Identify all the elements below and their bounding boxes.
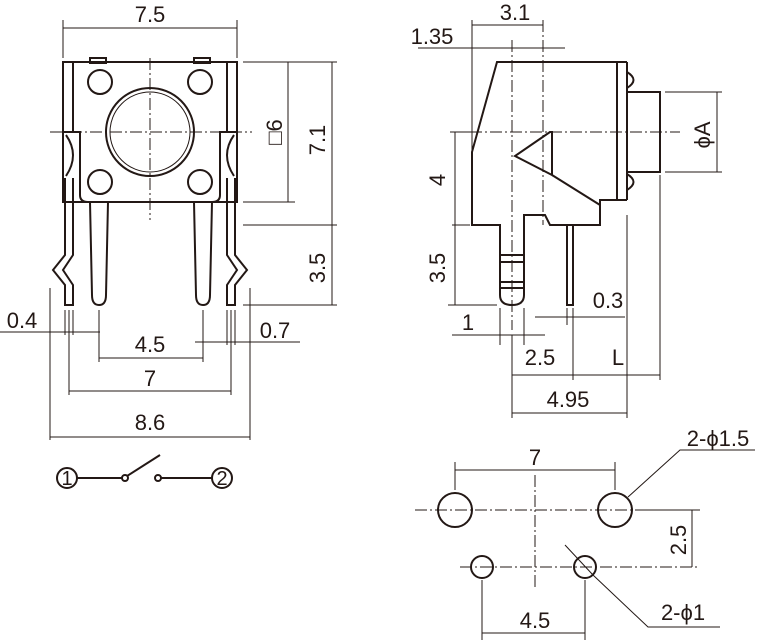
lead	[51, 178, 74, 306]
terminal-1-label: 1	[61, 468, 72, 490]
dim-actuator-diameter: ϕA	[690, 121, 715, 148]
dim-lead-offset: 0.7	[260, 318, 291, 343]
large-hole-leader	[627, 449, 755, 498]
terminal-2-label: 2	[216, 468, 227, 490]
side-pin	[566, 224, 574, 306]
pcb-footprint: 7 2.5 4.5 2-ϕ1.5 2-ϕ1	[415, 426, 755, 640]
small-hole-label: 2-ϕ1	[661, 600, 705, 625]
pin	[89, 201, 109, 307]
dim-pin-spacing-inner: 4.5	[135, 332, 166, 357]
dim-pin-length: 3.5	[425, 253, 450, 284]
dim-length: L	[612, 345, 624, 370]
dim-pin-spacing: 7	[144, 366, 156, 391]
dim-height: 7.1	[305, 125, 330, 156]
mount-hole	[87, 169, 113, 195]
side-spring-triangle	[513, 131, 553, 177]
dim-pin-width: 1	[462, 310, 474, 335]
dim-square: □6	[262, 119, 287, 145]
dim-pin-gap: 2.5	[525, 345, 556, 370]
dim-pin-length: 3.5	[305, 253, 330, 284]
dim-width-top: 7.5	[135, 2, 166, 27]
mount-hole	[187, 169, 213, 195]
dim-offset: 1.35	[411, 24, 454, 49]
dim-small-spacing: 4.5	[520, 608, 551, 633]
lead	[226, 178, 249, 306]
side-view: 3.1 1.35 4 3.5 ϕA 0.3 1 2.5 L 4.95	[411, 0, 722, 418]
front-view: 7.5 □6 7.1 3.5 0.4 4.5 0.7 7 8.6	[0, 2, 337, 440]
dim-hole-spacing: 7	[529, 445, 541, 470]
dim-top: 3.1	[500, 0, 531, 25]
dim-row-spacing: 2.5	[666, 525, 691, 556]
side-body-outline	[471, 61, 618, 307]
switch-schematic: 1 2	[56, 454, 233, 490]
terminal-2-circle	[211, 467, 233, 489]
dim-overall-width: 8.6	[135, 410, 166, 435]
mount-hole	[87, 69, 113, 95]
dim-lead-width: 0.4	[7, 308, 38, 333]
dim-height: 4	[425, 174, 450, 186]
dim-pin-thickness: 0.3	[593, 288, 624, 313]
small-hole-leader	[564, 544, 720, 628]
pin	[193, 201, 213, 307]
switch-lever	[126, 454, 161, 477]
dim-depth: 4.95	[547, 387, 590, 412]
large-hole-label: 2-ϕ1.5	[687, 426, 749, 451]
mount-hole	[187, 69, 213, 95]
